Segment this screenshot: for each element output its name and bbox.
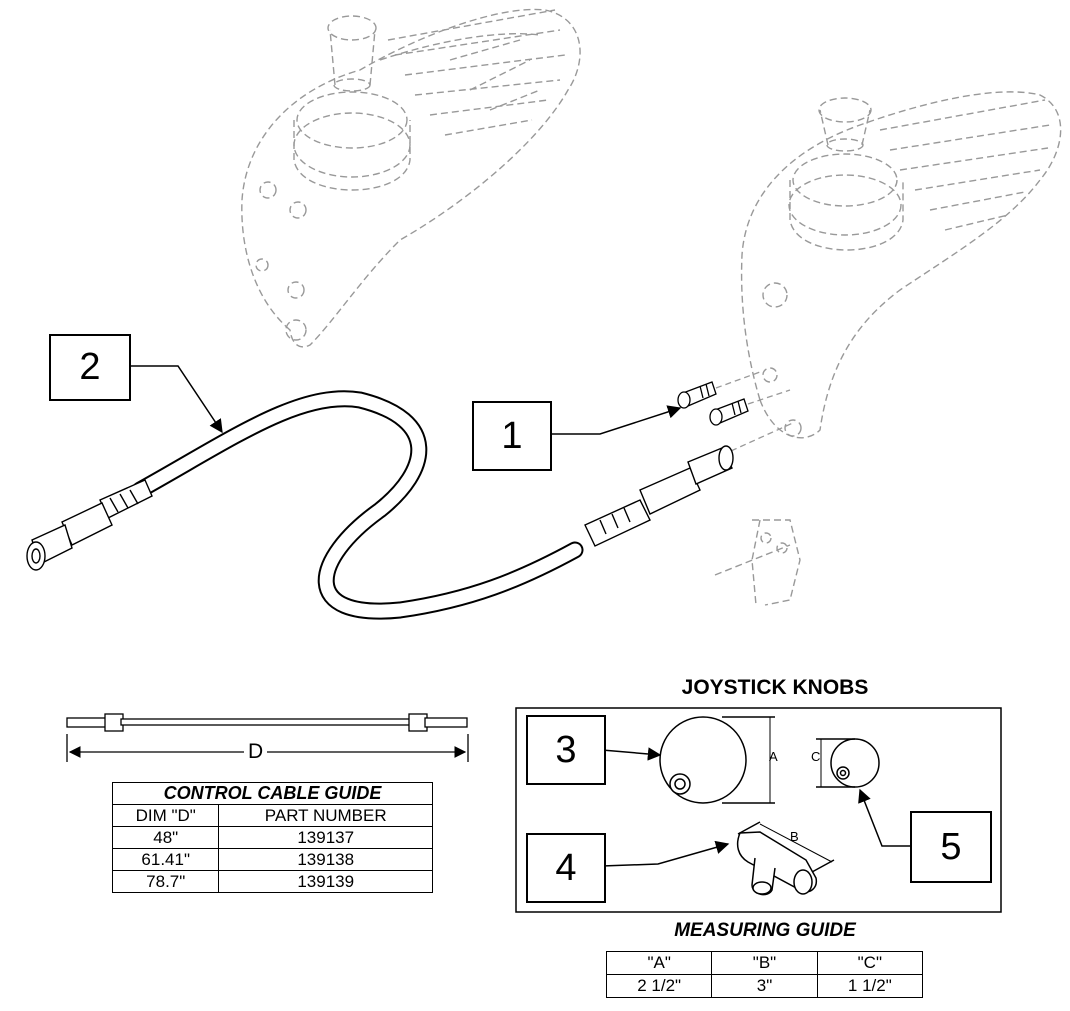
measuring-guide-table: "A" "B" "C" 2 1/2" 3" 1 1/2" bbox=[605, 951, 924, 998]
dimension-b-label: B bbox=[790, 829, 799, 844]
joystick-knobs-panel bbox=[515, 707, 1002, 913]
table-row: 2 1/2" 3" 1 1/2" bbox=[605, 974, 924, 998]
table-row: 78.7" 139139 bbox=[111, 870, 433, 893]
table-header: "B" bbox=[711, 951, 818, 975]
leader-5 bbox=[858, 788, 910, 847]
table-header: DIM "D" bbox=[111, 804, 220, 827]
cable-guide-title: CONTROL CABLE GUIDE bbox=[112, 782, 433, 805]
table-header: "C" bbox=[816, 951, 924, 975]
cable-connector-right bbox=[584, 445, 734, 547]
mounting-screws bbox=[677, 371, 796, 456]
control-cable-guide-table: CONTROL CABLE GUIDE DIM "D" PART NUMBER … bbox=[111, 782, 433, 893]
table-header: PART NUMBER bbox=[218, 804, 433, 827]
joystick-controller-left bbox=[241, 8, 581, 348]
leader-3 bbox=[601, 747, 662, 761]
table-header: "A" bbox=[605, 951, 713, 975]
callout-2: 2 bbox=[49, 334, 131, 401]
ball-knob-small bbox=[816, 738, 880, 788]
leader-lines bbox=[127, 365, 910, 867]
leader-4 bbox=[601, 840, 730, 867]
dimension-c-label: C bbox=[811, 749, 821, 764]
joystick-knobs-title: JOYSTICK KNOBS bbox=[681, 676, 869, 699]
table-row: 61.41" 139138 bbox=[111, 848, 433, 871]
cable-connector-left bbox=[26, 479, 153, 571]
table-row: 48" 139137 bbox=[111, 826, 433, 849]
cable-dimension-drawing bbox=[66, 713, 469, 762]
dimension-a-label: A bbox=[769, 749, 778, 764]
table-cell: 78.7" bbox=[111, 870, 220, 893]
ball-knob-large bbox=[659, 716, 775, 804]
control-cable bbox=[26, 390, 734, 620]
screw-lower bbox=[709, 398, 749, 426]
measuring-guide-title: MEASURING GUIDE bbox=[674, 920, 856, 941]
table-cell: 139139 bbox=[218, 870, 433, 893]
leader-1 bbox=[548, 405, 682, 435]
table-cell: 139137 bbox=[218, 826, 433, 849]
callout-4: 4 bbox=[526, 833, 606, 903]
callout-3: 3 bbox=[526, 715, 606, 785]
screw-upper bbox=[677, 381, 717, 409]
callout-5: 5 bbox=[910, 811, 992, 883]
joystick-controller-right bbox=[714, 91, 1062, 606]
table-cell: 48" bbox=[111, 826, 220, 849]
leader-2 bbox=[127, 365, 223, 434]
table-cell: 3" bbox=[711, 974, 818, 998]
callout-1: 1 bbox=[472, 401, 552, 471]
t-knob bbox=[736, 821, 835, 896]
table-cell: 1 1/2" bbox=[816, 974, 924, 998]
cable-dimension-label: D bbox=[244, 740, 268, 764]
table-cell: 61.41" bbox=[111, 848, 220, 871]
table-cell: 2 1/2" bbox=[605, 974, 713, 998]
table-cell: 139138 bbox=[218, 848, 433, 871]
